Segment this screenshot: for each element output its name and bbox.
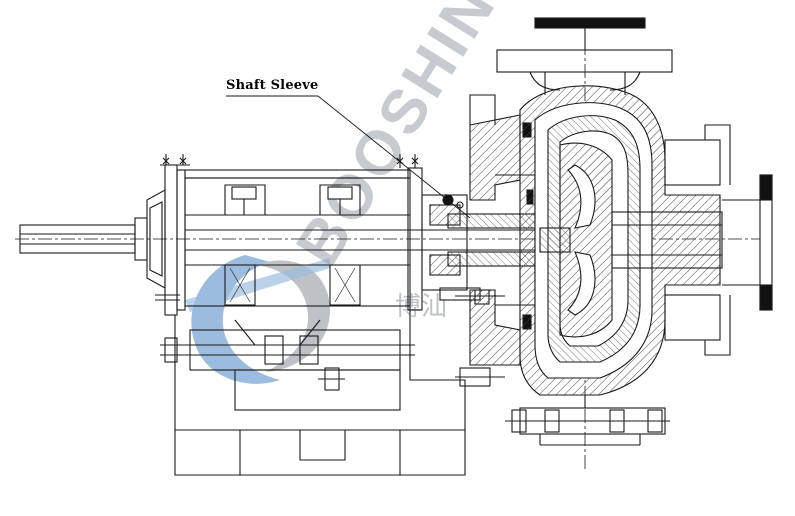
casing-base-bolts: [505, 395, 670, 446]
bearing-housing-left: [155, 154, 190, 316]
pump-base-frame: [160, 306, 466, 476]
watermark-logo: [185, 255, 330, 384]
impeller: [539, 142, 613, 338]
bearing-housing-body: [184, 169, 411, 307]
shaft-extension: [19, 189, 166, 289]
shaft-sleeve-label: Shaft Sleeve: [226, 78, 319, 93]
watermark-chinese: 博汕: [395, 292, 447, 322]
shaft-sleeve-leader-line: [226, 95, 471, 219]
drawing-lines: [15, 17, 773, 476]
shaft-main: [185, 229, 560, 251]
discharge-flange: [496, 17, 673, 95]
suction-nozzle: [611, 124, 773, 356]
shaft-sleeve: [447, 213, 541, 267]
